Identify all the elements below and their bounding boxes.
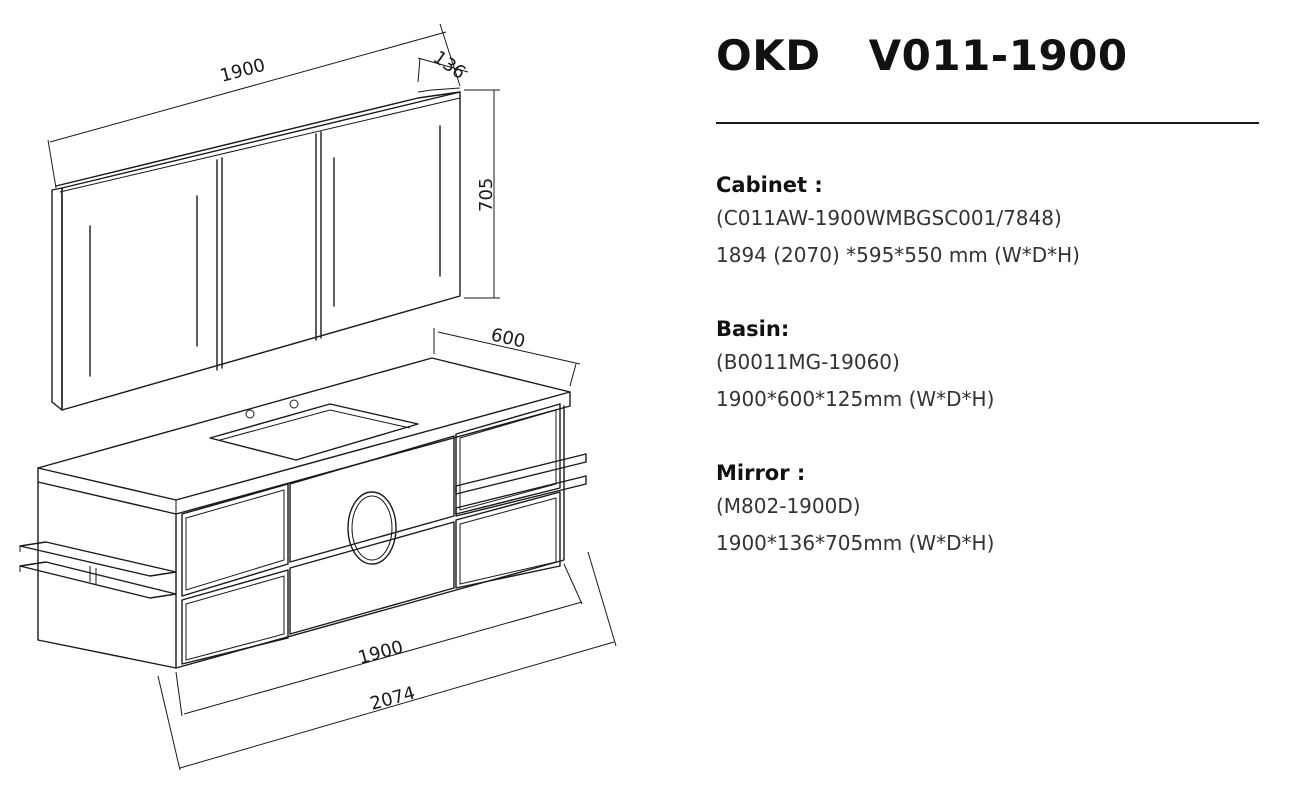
title-divider bbox=[716, 122, 1259, 124]
product-title: OKD V011-1900 bbox=[716, 28, 1261, 84]
vanity-cabinet bbox=[19, 357, 587, 669]
cabinet-code: (C011AW-1900WMBGSC001/7848) bbox=[716, 206, 1062, 230]
mirror-height-label: 705 bbox=[476, 178, 497, 212]
mirror-width-label: 1900 bbox=[218, 55, 268, 87]
cabinet-width-label: 1900 bbox=[356, 637, 406, 669]
basin-depth-label: 600 bbox=[489, 324, 527, 352]
mirror-depth-label: 136 bbox=[429, 47, 469, 84]
mirror-heading: Mirror : bbox=[716, 461, 806, 485]
cabinet-heading: Cabinet : bbox=[716, 173, 823, 197]
spec-panel: OKD V011-1900 Cabinet : (C011AW-1900WMBGS… bbox=[716, 28, 1261, 562]
brand-name: OKD bbox=[716, 31, 821, 80]
model-number: V011-1900 bbox=[868, 31, 1128, 80]
cabinet-size: 1894 (2070) *595*550 mm (W*D*H) bbox=[716, 243, 1080, 267]
basin-code: (B0011MG-19060) bbox=[716, 350, 900, 374]
basin-size: 1900*600*125mm (W*D*H) bbox=[716, 387, 995, 411]
basin-heading: Basin: bbox=[716, 317, 790, 341]
mirror-code: (M802-1900D) bbox=[716, 494, 861, 518]
mirror-cabinet bbox=[51, 87, 461, 411]
mirror-spec: Mirror : (M802-1900D) 1900*136*705mm (W*… bbox=[716, 458, 1261, 562]
mirror-height-dimension: 705 bbox=[464, 89, 500, 299]
mirror-depth-dimension: 136 bbox=[417, 47, 469, 84]
cabinet-spec: Cabinet : (C011AW-1900WMBGSC001/7848) 18… bbox=[716, 170, 1261, 274]
mirror-size: 1900*136*705mm (W*D*H) bbox=[716, 531, 995, 555]
basin-spec: Basin: (B0011MG-19060) 1900*600*125mm (W… bbox=[716, 314, 1261, 418]
overall-width-label: 2074 bbox=[368, 683, 418, 715]
product-line-drawing: 1900 136 705 bbox=[19, 23, 617, 771]
mirror-width-dimension: 1900 bbox=[47, 23, 461, 189]
